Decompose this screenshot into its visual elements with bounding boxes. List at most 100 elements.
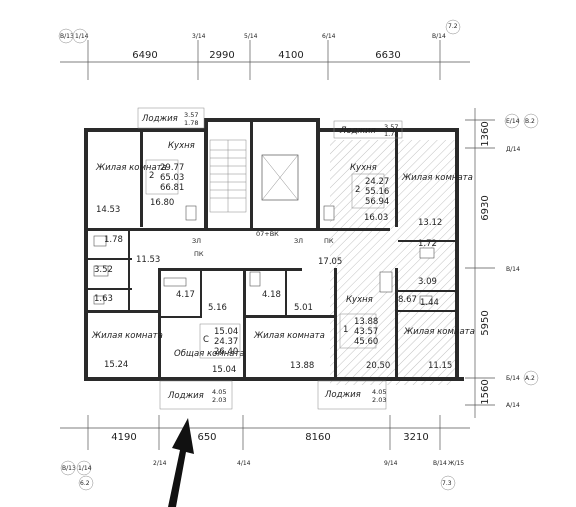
dim-right-1: 1360 bbox=[480, 121, 491, 146]
svg-text:07+ВК: 07+ВК bbox=[256, 230, 279, 238]
svg-text:15.24: 15.24 bbox=[104, 360, 128, 370]
svg-text:55.16: 55.16 bbox=[365, 187, 389, 197]
svg-text:В/14: В/14 bbox=[432, 33, 446, 40]
axis-circles bbox=[58, 19, 539, 491]
svg-text:29.77: 29.77 bbox=[160, 163, 184, 173]
svg-text:1/14: 1/14 bbox=[78, 465, 92, 472]
svg-text:ЗЛ: ЗЛ bbox=[294, 237, 303, 245]
right-dimension-labels: 1360 6930 5950 1560 bbox=[480, 121, 491, 404]
svg-text:Б/14: Б/14 bbox=[506, 375, 520, 382]
svg-text:4.17: 4.17 bbox=[176, 290, 195, 300]
svg-text:4/14: 4/14 bbox=[237, 460, 251, 467]
loggia-label: Лоджия bbox=[141, 114, 178, 124]
svg-text:1.44: 1.44 bbox=[420, 298, 439, 308]
svg-text:9/14: 9/14 bbox=[384, 460, 398, 467]
svg-text:В/13: В/13 bbox=[62, 465, 76, 472]
svg-text:66.81: 66.81 bbox=[160, 183, 184, 193]
svg-text:В/13: В/13 bbox=[60, 33, 74, 40]
svg-text:1.78: 1.78 bbox=[104, 235, 123, 245]
staircase bbox=[209, 139, 247, 213]
dim-top-1: 6490 bbox=[132, 50, 157, 61]
dim-bottom-2: 650 bbox=[197, 432, 216, 443]
svg-text:1: 1 bbox=[343, 325, 348, 335]
room-labels: Жилая комната 14.53 Кухня 16.80 Жилая ко… bbox=[91, 141, 475, 375]
svg-text:7.3: 7.3 bbox=[442, 480, 452, 487]
svg-text:3.09: 3.09 bbox=[418, 277, 437, 287]
axis-labels: В/13 1/14 3/14 5/14 6/14 В/14 7.2 В/13 1… bbox=[60, 23, 535, 487]
svg-text:8.67: 8.67 bbox=[398, 295, 417, 305]
svg-text:В/14: В/14 bbox=[506, 266, 520, 273]
room-living-2: Жилая комната bbox=[91, 331, 163, 341]
room-kitchen-3: Кухня bbox=[346, 295, 373, 305]
walls bbox=[84, 107, 464, 410]
hatched-zone-kitchen bbox=[330, 140, 455, 385]
svg-text:13.88: 13.88 bbox=[354, 317, 378, 327]
svg-text:Е/14: Е/14 bbox=[506, 118, 520, 125]
svg-text:3.57: 3.57 bbox=[184, 111, 198, 119]
svg-text:3.52: 3.52 bbox=[94, 265, 113, 275]
svg-text:20.50: 20.50 bbox=[366, 361, 390, 371]
svg-text:24.27: 24.27 bbox=[365, 177, 389, 187]
svg-text:17.05: 17.05 bbox=[318, 257, 342, 267]
fixtures bbox=[93, 205, 435, 305]
svg-text:А.2: А.2 bbox=[525, 375, 535, 382]
svg-text:2: 2 bbox=[355, 185, 360, 195]
svg-text:11.53: 11.53 bbox=[136, 255, 160, 265]
dim-bottom-4: 3210 bbox=[403, 432, 428, 443]
top-dimension-labels: 6490 2990 4100 6630 bbox=[132, 50, 400, 61]
svg-text:А/14: А/14 bbox=[506, 402, 520, 409]
dim-top-4: 6630 bbox=[375, 50, 400, 61]
svg-text:4.05: 4.05 bbox=[212, 388, 226, 396]
svg-text:15.04: 15.04 bbox=[214, 327, 238, 337]
dim-right-2: 6930 bbox=[480, 195, 491, 220]
svg-text:43.57: 43.57 bbox=[354, 327, 378, 337]
loggia-label: Лоджия bbox=[167, 391, 204, 401]
svg-text:24.37: 24.37 bbox=[214, 337, 238, 347]
svg-text:ЗЛ: ЗЛ bbox=[192, 237, 201, 245]
svg-text:6/14: 6/14 bbox=[322, 33, 336, 40]
dim-right-4: 1560 bbox=[480, 379, 491, 404]
svg-text:13.88: 13.88 bbox=[290, 361, 314, 371]
svg-text:45.60: 45.60 bbox=[354, 337, 378, 347]
svg-text:2: 2 bbox=[149, 171, 154, 181]
room-living-4: Жилая комната bbox=[401, 173, 473, 183]
svg-text:2.03: 2.03 bbox=[212, 396, 226, 404]
svg-text:1/14: 1/14 bbox=[75, 33, 89, 40]
loggia-label: Лоджия bbox=[324, 390, 361, 400]
svg-text:ПК: ПК bbox=[194, 250, 204, 258]
svg-text:13.12: 13.12 bbox=[418, 218, 442, 228]
room-kitchen-1: Кухня bbox=[168, 141, 195, 151]
room-kitchen-2: Кухня bbox=[350, 163, 377, 173]
svg-text:1.78: 1.78 bbox=[384, 130, 398, 138]
room-living-3: Жилая комната bbox=[253, 331, 325, 341]
dim-right-3: 5950 bbox=[480, 310, 491, 335]
svg-text:15.04: 15.04 bbox=[212, 365, 236, 375]
loggia-labels: Лоджия 3.57 1.78 Лоджия 3.57 1.78 Лоджия… bbox=[141, 111, 398, 404]
apartment-summaries: 2 29.77 65.03 66.81 2 24.27 55.16 56.94 … bbox=[145, 159, 389, 359]
svg-text:В.2: В.2 bbox=[525, 118, 535, 125]
room-living-1: Жилая комната bbox=[95, 163, 167, 173]
loggia-label: Лоджия bbox=[339, 126, 376, 136]
svg-text:14.53: 14.53 bbox=[96, 205, 120, 215]
svg-text:1.78: 1.78 bbox=[184, 119, 198, 127]
svg-text:4.05: 4.05 bbox=[372, 388, 386, 396]
svg-text:7.2: 7.2 bbox=[448, 23, 458, 30]
svg-text:5.01: 5.01 bbox=[294, 303, 313, 313]
svg-text:4.18: 4.18 bbox=[262, 290, 281, 300]
svg-text:16.80: 16.80 bbox=[150, 198, 174, 208]
room-common: Общая комната bbox=[174, 349, 245, 359]
small-area-labels: 1.78 3.52 1.63 11.53 4.17 5.16 4.18 5.01… bbox=[94, 218, 442, 313]
room-living-5: Жилая комната bbox=[403, 327, 475, 337]
svg-text:2/14: 2/14 bbox=[153, 460, 167, 467]
svg-text:5.16: 5.16 bbox=[208, 303, 227, 313]
dim-top-3: 4100 bbox=[278, 50, 303, 61]
svg-text:3.57: 3.57 bbox=[384, 123, 398, 131]
arrow-marker bbox=[168, 418, 194, 507]
svg-text:5/14: 5/14 bbox=[244, 33, 258, 40]
svg-text:С: С bbox=[203, 335, 209, 345]
dim-top-2: 2990 bbox=[209, 50, 234, 61]
svg-text:16.03: 16.03 bbox=[364, 213, 388, 223]
svg-text:Д/14: Д/14 bbox=[506, 146, 521, 153]
svg-text:56.94: 56.94 bbox=[365, 197, 389, 207]
elevator bbox=[261, 154, 299, 201]
